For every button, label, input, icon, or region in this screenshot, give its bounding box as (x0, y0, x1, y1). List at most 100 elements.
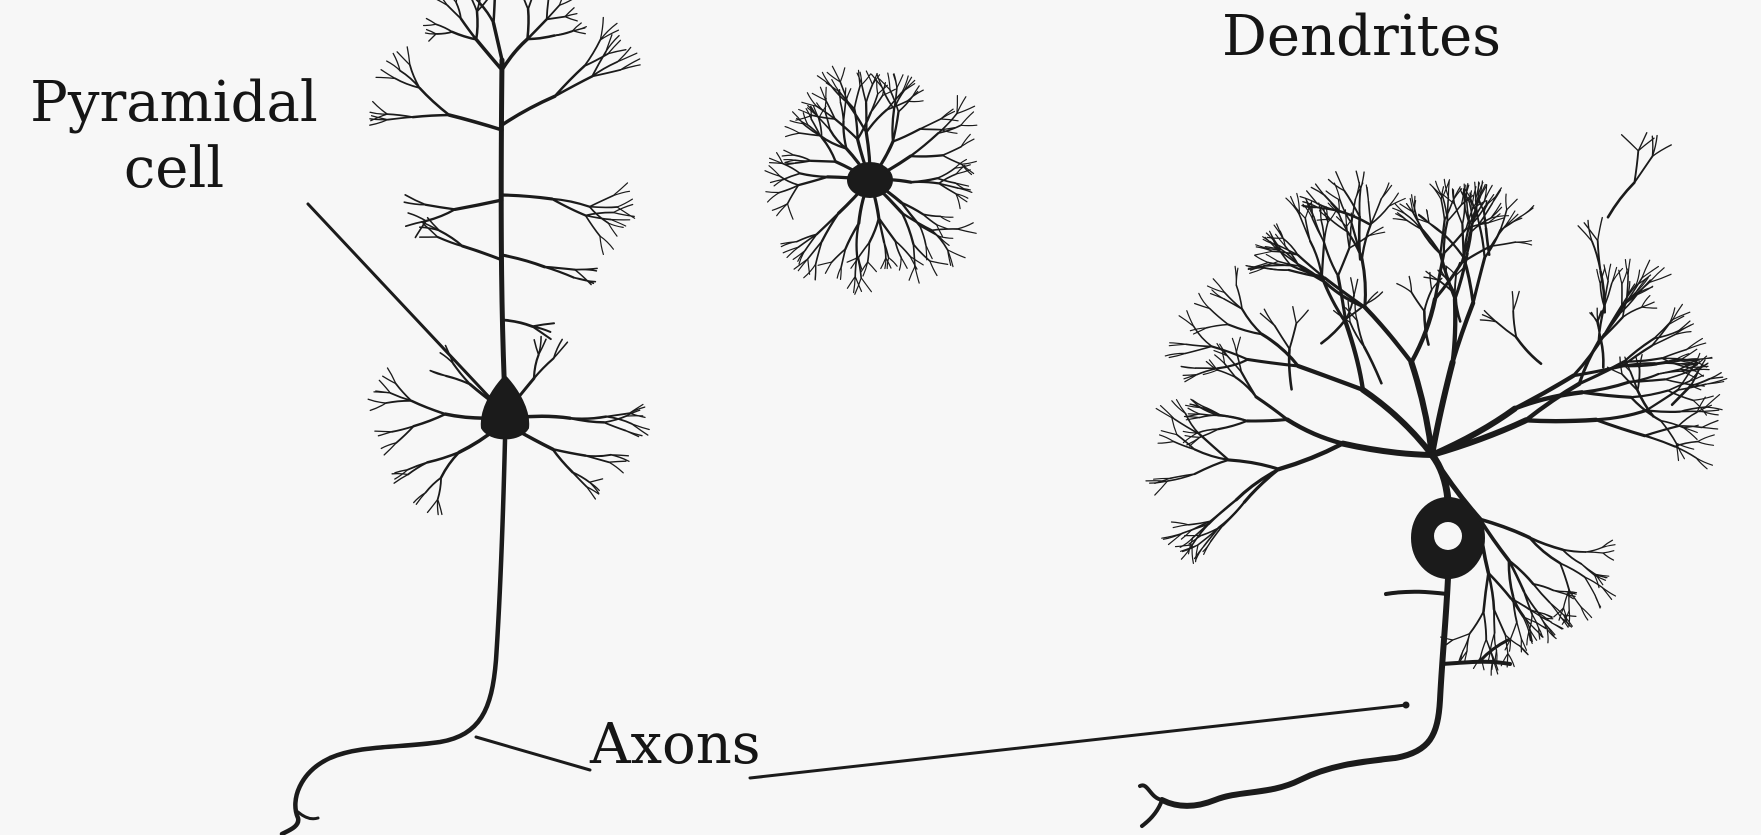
stellate-dendrite (817, 76, 830, 86)
purkinje-dendrite-branch (1321, 319, 1346, 344)
purkinje-dendrite-branch (1359, 217, 1360, 260)
purkinje-dendrite-branch (1381, 185, 1391, 199)
purkinje-dendrite-branch (1444, 179, 1448, 197)
stellate-dendrite (932, 230, 948, 250)
purkinje-dendrite-branch (1596, 410, 1646, 419)
purkinje-dendrite-branch (1446, 267, 1447, 278)
stellate-dendrite (855, 278, 861, 295)
purkinje-dendrite-branch (1317, 219, 1330, 220)
stellate-dendrite (788, 204, 794, 220)
purkinje-dendrite-branch (1494, 609, 1505, 634)
purkinje-dendrite-branch (1338, 248, 1349, 276)
stellate-dendrite (930, 261, 937, 276)
axon-leader-line-right (750, 705, 1406, 778)
purkinje-dendrite-branch (1255, 251, 1272, 255)
pyramidal-basal-dendrite (386, 401, 411, 403)
pyramidal-dendrite-branch (494, 0, 495, 23)
purkinje-dendrite-branch (1354, 279, 1358, 295)
purkinje-dendrite-branch (1601, 340, 1604, 367)
stellate-dendrite (784, 160, 795, 161)
purkinje-dendrite-branch (1597, 308, 1598, 321)
stellate-dendrite (893, 129, 920, 142)
purkinje-dendrite-branch (1475, 182, 1476, 200)
purkinje-dendrite-branch (1622, 135, 1639, 151)
stellate-neuron (765, 66, 977, 294)
stellate-dendrite (901, 257, 907, 268)
purkinje-dendrite-branch (1359, 190, 1360, 217)
pyramidal-basal-dendrite (609, 462, 623, 473)
stellate-dendrite (932, 229, 957, 230)
purkinje-dendrite-branch (1703, 410, 1719, 411)
purkinje-dendrite-branch (1173, 525, 1188, 528)
stellate-dendrite (811, 161, 836, 162)
purkinje-dendrite-branch (1324, 242, 1338, 276)
stellate-dendrite (800, 173, 828, 177)
pyramidal-dendrite-branch (590, 207, 618, 208)
pyramidal-dendrite-branch (436, 24, 452, 32)
pyramidal-basal-dendrite (437, 499, 438, 514)
pyramidal-dendrite-branch (449, 0, 456, 3)
stellate-dendrite (943, 155, 962, 164)
pyramidal-dendrite-branch (480, 3, 494, 23)
stellate-dendrite (784, 150, 794, 155)
purkinje-dendrite-branch (1195, 460, 1229, 474)
purkinje-dendrite-branch (1248, 360, 1298, 367)
stellate-dendrite (909, 267, 915, 281)
purkinje-dendrite-branch (1207, 325, 1229, 328)
purkinje-neuron (1140, 133, 1727, 826)
stellate-dendrite (943, 147, 962, 156)
purkinje-dendrite-branch (1515, 392, 1582, 408)
purkinje-dendrite-branch (1351, 278, 1354, 296)
stellate-dendrite (783, 164, 800, 174)
purkinje-dendrite-branch (1608, 264, 1611, 281)
pyramidal-neuron (282, 0, 649, 834)
stellate-dendrite (866, 85, 872, 103)
purkinje-dendrite-branch (1236, 337, 1240, 352)
purkinje-dendrite-branch (1494, 609, 1495, 632)
purkinje-dendrite-branch (1432, 420, 1526, 455)
purkinje-dendrite-branch (1484, 612, 1487, 640)
purkinje-dendrite-branch (1256, 397, 1287, 420)
stellate-dendrite (941, 119, 958, 121)
pyramidal-dendrite-branch (387, 114, 413, 117)
pyramidal-dendrite-branch (494, 23, 503, 60)
purkinje-dendrite-branch (1444, 235, 1464, 258)
axon-leader-tip (1403, 702, 1410, 709)
purkinje-dendrite-branch (1343, 444, 1432, 455)
purkinje-dendrite-branch (1484, 573, 1489, 612)
purkinje-dendrite-branch (1516, 242, 1532, 245)
purkinje-dendrite-branch (1526, 420, 1596, 421)
purkinje-dendrite-branch (1188, 408, 1200, 414)
purkinje-dendrite-branch (1509, 561, 1533, 584)
stellate-dendrite (869, 218, 878, 242)
purkinje-dendrite-branch (1521, 208, 1534, 217)
pyramidal-basal-dendrite (430, 371, 446, 376)
purkinje-dendrite-branch (1290, 324, 1297, 349)
purkinje-dendrite-branch (1409, 277, 1411, 293)
purkinje-dendrite-branch (1362, 224, 1371, 259)
pyramidal-dendrite-branch (502, 39, 527, 70)
stellate-dendrite (782, 155, 794, 156)
pyramidal-dendrite-branch (426, 19, 436, 25)
purkinje-dendrite-branch (1527, 632, 1529, 645)
pyramidal-dendrite-branch (555, 31, 573, 35)
pyramidal-dendrite-branch (502, 195, 552, 199)
purkinje-dendrite-branch (1678, 412, 1697, 426)
pyramidal-dendrite-branch (455, 200, 502, 209)
purkinje-dendrite-branch (1369, 202, 1371, 224)
purkinje-axon-terminal (1142, 800, 1162, 826)
stellate-dendrite (913, 244, 930, 261)
purkinje-dendrite-branch (1218, 415, 1247, 421)
stellate-dendrite (937, 168, 955, 178)
stellate-dendrite (930, 261, 948, 264)
purkinje-dendrite-branch (1371, 206, 1389, 224)
purkinje-nucleus (1434, 522, 1462, 550)
purkinje-dendrite-branch (1397, 284, 1412, 293)
purkinje-dendrite-branch (1642, 307, 1657, 308)
pyramidal-dendrite-branch (586, 212, 614, 215)
purkinje-dendrite-branch (1266, 255, 1278, 262)
purkinje-dendrite-branch (1517, 622, 1522, 639)
stellate-dendrite (911, 155, 943, 156)
purkinje-dendrite-branch (1466, 185, 1467, 202)
purkinje-dendrite-branch (1486, 228, 1489, 254)
